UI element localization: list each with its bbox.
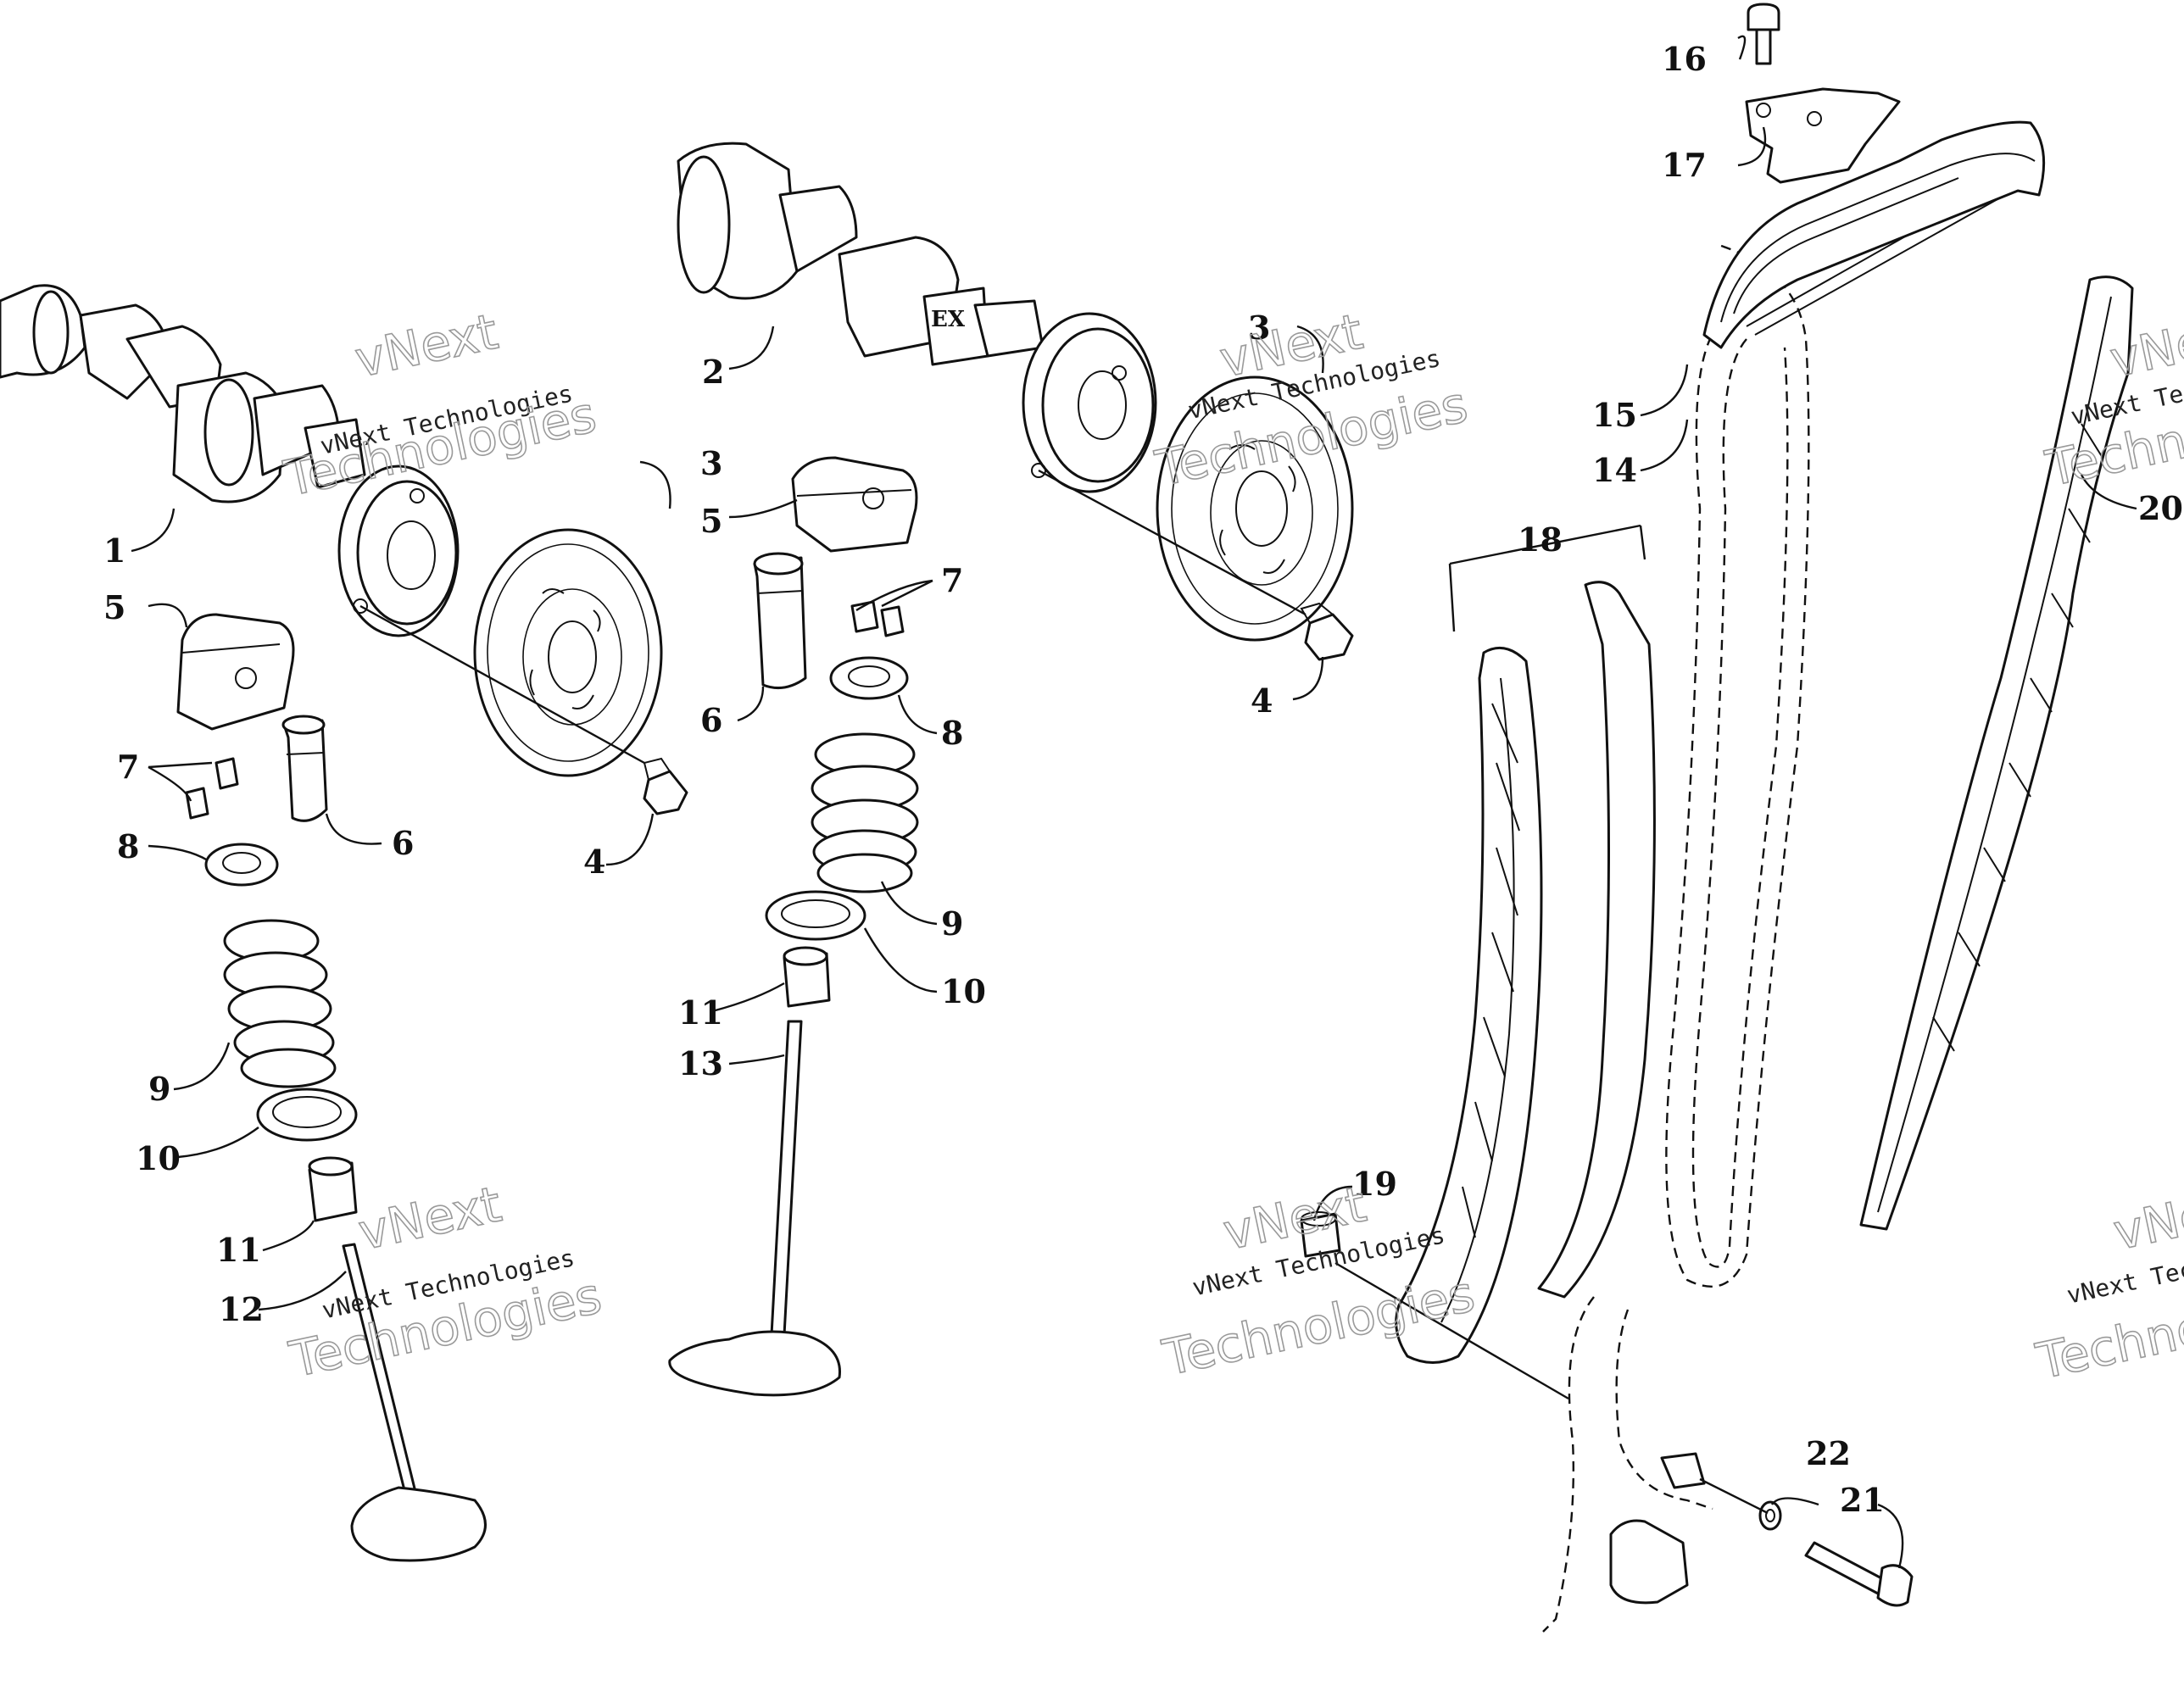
- watermark-6: vNext vNext Technologies Technologies: [2031, 1175, 2184, 1392]
- lifter-left: [281, 715, 328, 822]
- callout-7-center: 7: [941, 561, 963, 599]
- callout-7-left: 7: [117, 748, 139, 786]
- valve-seal-left: [308, 1156, 358, 1222]
- svg-text:vNext: vNext: [350, 303, 503, 389]
- callout-3-left: 3: [700, 444, 722, 482]
- callout-9-left: 9: [148, 1070, 170, 1108]
- washer-22: [1758, 1500, 1782, 1531]
- valve-keepers-left: [185, 757, 239, 820]
- cam-sprocket-left: [473, 528, 663, 777]
- tensioner-guide-right: [1537, 581, 1656, 1299]
- cam-sprocket-center: [1156, 376, 1354, 642]
- valve-center: [668, 1020, 841, 1397]
- callout-4-center: 4: [1251, 682, 1273, 720]
- bolt-16: [1747, 3, 1780, 65]
- svg-text:EX: EX: [931, 307, 966, 332]
- callout-6-center: 6: [700, 701, 722, 739]
- callout-labels: 1 2 3 3 4 4 5 5 6 6 7 7 8 8 9 9 10 10 11…: [103, 40, 2183, 1519]
- callout-10-left: 10: [136, 1139, 181, 1177]
- tensioner-guide-left: [1395, 646, 1543, 1364]
- callout-5-center: 5: [700, 502, 722, 540]
- spring-retainer-center: [829, 656, 909, 700]
- callout-10-center: 10: [941, 972, 986, 1010]
- upper-chain-guide: [1702, 120, 2046, 349]
- callout-14: 14: [1592, 451, 1637, 489]
- rocker-arm-center: [791, 456, 918, 553]
- callout-17: 17: [1662, 146, 1707, 184]
- callout-8-left: 8: [117, 827, 139, 865]
- callout-15: 15: [1592, 396, 1637, 434]
- valve-left: [342, 1243, 487, 1562]
- valve-spring-center: [811, 732, 919, 893]
- callout-20: 20: [2138, 489, 2183, 527]
- spring-retainer-left: [204, 843, 279, 887]
- bolt-left: [643, 757, 688, 815]
- callout-3-center: 3: [1248, 309, 1270, 347]
- watermark-2: vNext vNext Technologies Technologies: [1150, 302, 1473, 498]
- callout-8-center: 8: [941, 714, 963, 752]
- callout-5-left: 5: [103, 588, 125, 626]
- bolt-center: [1300, 602, 1354, 661]
- valve-spring-left: [223, 919, 337, 1088]
- engine-case-outline: [1542, 1296, 1713, 1633]
- callout-16: 16: [1662, 40, 1707, 78]
- callout-9-center: 9: [941, 904, 963, 943]
- callout-12: 12: [219, 1290, 264, 1328]
- callout-13: 13: [678, 1044, 723, 1082]
- callout-19: 19: [1352, 1165, 1397, 1203]
- valve-seal-center: [783, 946, 831, 1008]
- callout-4-left: 4: [583, 843, 605, 881]
- timing-chain: [1665, 181, 2006, 1288]
- svg-text:vNext: vNext: [354, 1175, 506, 1261]
- fixed-chain-guide: [1859, 275, 2134, 1231]
- rocker-arm-left: [176, 613, 295, 731]
- callout-21: 21: [1840, 1481, 1885, 1519]
- callout-11-left: 11: [216, 1231, 261, 1269]
- callout-2: 2: [702, 353, 724, 391]
- plug-19: [1300, 1211, 1341, 1258]
- spring-seat-center: [765, 890, 866, 941]
- spring-seat-left: [256, 1088, 358, 1142]
- camshaft-left: [0, 284, 460, 637]
- lifter-center: [753, 552, 807, 690]
- callout-6-left: 6: [392, 824, 414, 862]
- callout-11-center: 11: [678, 993, 723, 1032]
- leader-lines: [131, 35, 2137, 1569]
- callout-18: 18: [1518, 520, 1563, 559]
- callout-22: 22: [1806, 1434, 1851, 1472]
- svg-text:vNext: vNext: [2109, 1175, 2184, 1261]
- bolt-21: [1804, 1541, 1914, 1607]
- valve-keepers-center: [850, 600, 905, 637]
- callout-1: 1: [103, 531, 125, 570]
- camshaft-center: EX: [677, 142, 1157, 493]
- guide-bracket: [1745, 87, 1901, 184]
